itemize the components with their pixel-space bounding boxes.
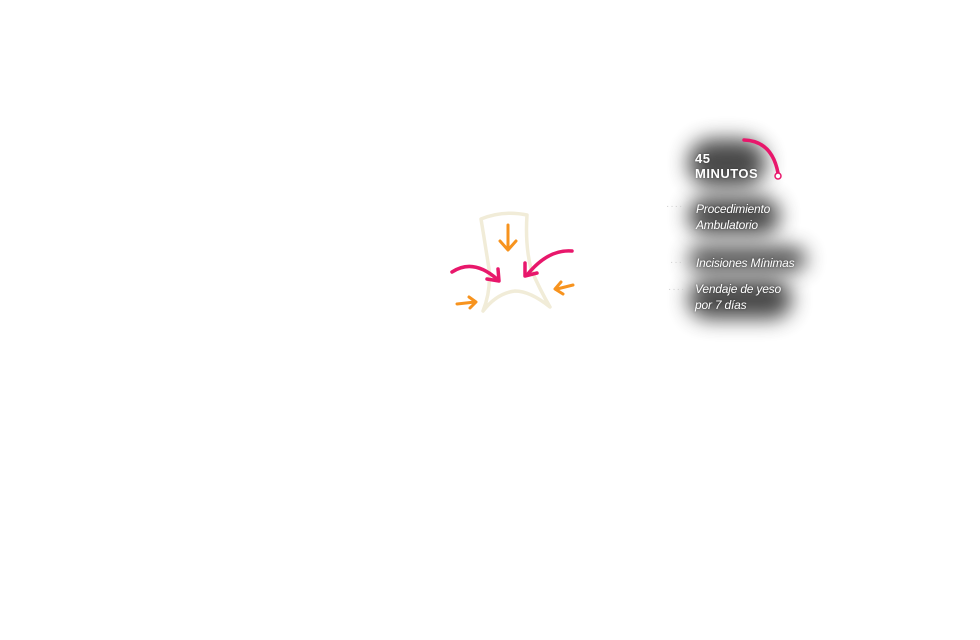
feature-ambulatory: Procedimiento Ambulatorio <box>696 202 771 232</box>
feature-cast-bandage: Vendaje de yeso por 7 días <box>695 282 781 312</box>
feature-dots-1: ···· <box>666 201 684 212</box>
timer-arc-icon <box>742 138 782 180</box>
duration-label: 45 MINUTOS <box>695 151 758 181</box>
arrow-curve-left-icon <box>523 249 574 278</box>
feature-minimal-incisions: Incisiones Mínimas <box>696 256 795 270</box>
arrow-right-icon <box>455 295 478 310</box>
feature-shadow-2 <box>688 247 806 271</box>
duration-number: 45 <box>695 151 711 166</box>
arrow-curve-right-icon <box>450 264 501 283</box>
duration-unit: MINUTOS <box>695 166 759 181</box>
procedure-info-panel: 45 MINUTOS ···· Procedimiento Ambulatori… <box>660 135 820 335</box>
nose-reshaping-illustration <box>450 211 575 313</box>
feature-shadow-3 <box>688 279 792 319</box>
arrow-left-icon <box>553 280 575 296</box>
duration-shadow <box>688 139 766 187</box>
feature-shadow-1 <box>688 197 780 235</box>
arrow-down-icon <box>498 223 518 252</box>
feature-dots-3: ···· <box>668 284 686 295</box>
feature-dots-2: ··· <box>670 257 683 268</box>
